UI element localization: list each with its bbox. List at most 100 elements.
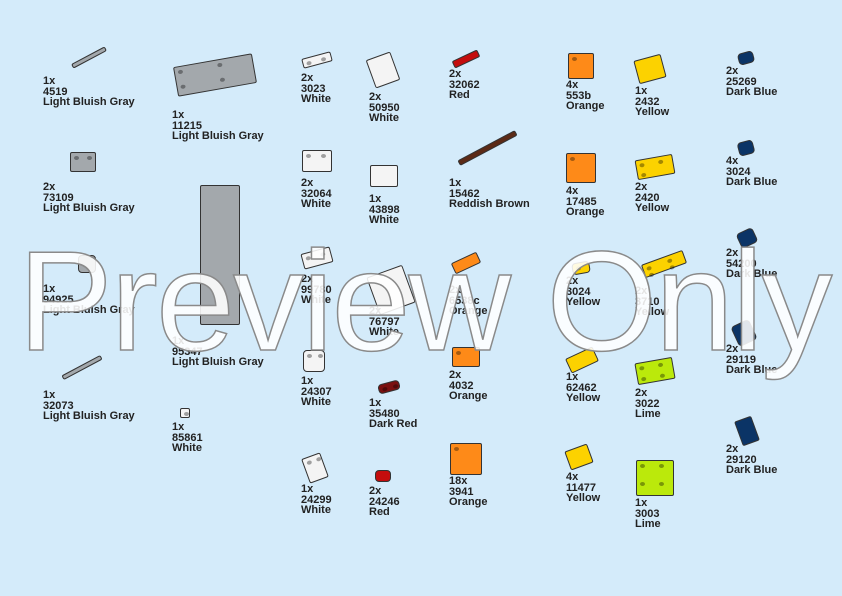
part-73109-image-icon bbox=[70, 152, 96, 172]
part-color: Light Bluish Gray bbox=[43, 96, 135, 108]
part-quantity: 2x bbox=[635, 181, 648, 193]
part-quantity: 2x bbox=[726, 343, 739, 355]
part-number: 3024 bbox=[726, 165, 751, 178]
part-11215-image-icon bbox=[173, 53, 257, 97]
part-quantity: 1x bbox=[566, 371, 579, 383]
stud-icon bbox=[666, 258, 673, 264]
part-quantity: 4x bbox=[566, 185, 579, 197]
stud-icon bbox=[659, 482, 664, 486]
part-color: Light Bluish Gray bbox=[43, 410, 135, 422]
part-number: 32062 bbox=[449, 78, 480, 91]
part-43898-image-icon bbox=[370, 165, 398, 187]
part-quantity: 1x bbox=[43, 75, 56, 87]
part-color: Lime bbox=[635, 518, 661, 530]
part-number: 15462 bbox=[449, 187, 480, 200]
part-quantity: 2x bbox=[726, 443, 739, 455]
stud-icon bbox=[640, 172, 647, 178]
stud-icon bbox=[640, 376, 647, 382]
part-24246-image-icon bbox=[375, 470, 391, 482]
preview-watermark: Preview Only bbox=[17, 221, 833, 382]
part-number: 43898 bbox=[369, 203, 400, 216]
part-color: Reddish Brown bbox=[449, 198, 530, 210]
part-color: White bbox=[172, 442, 202, 454]
stud-icon bbox=[640, 464, 645, 468]
part-number: 32064 bbox=[301, 187, 332, 200]
part-color: Dark Blue bbox=[726, 364, 778, 376]
part-quantity: 1x bbox=[369, 193, 382, 205]
part-color: White bbox=[369, 326, 399, 338]
part-24307-image-icon bbox=[303, 350, 325, 372]
part-quantity: 2x bbox=[726, 65, 739, 77]
part-color: Orange bbox=[566, 100, 605, 112]
part-quantity: 2x bbox=[449, 369, 462, 381]
part-quantity: 2x bbox=[301, 273, 314, 285]
part-quantity: 2x bbox=[369, 91, 382, 103]
stud-icon bbox=[219, 77, 226, 83]
stud-icon bbox=[659, 464, 664, 468]
part-number: 29119 bbox=[726, 353, 756, 366]
part-6538c-image-icon bbox=[450, 251, 482, 275]
part-number: 3941 bbox=[449, 485, 474, 498]
part-color: Light Bluish Gray bbox=[172, 356, 264, 368]
part-number: 4032 bbox=[449, 379, 474, 392]
part-3710-image-icon bbox=[640, 249, 688, 279]
part-99780-image-icon bbox=[300, 246, 334, 270]
stud-icon bbox=[74, 156, 79, 160]
part-quantity: 2x bbox=[449, 68, 462, 80]
part-quantity: 2x bbox=[301, 72, 314, 84]
part-quantity: 1x bbox=[301, 483, 314, 495]
stud-icon bbox=[659, 373, 666, 379]
part-quantity: 4x bbox=[566, 79, 579, 91]
part-quantity: 2x bbox=[43, 181, 56, 193]
part-number: 94925 bbox=[43, 293, 74, 306]
part-85861-image-icon bbox=[180, 408, 190, 418]
stud-icon bbox=[184, 412, 189, 416]
stud-icon bbox=[217, 62, 223, 68]
part-color: Yellow bbox=[566, 296, 601, 308]
part-3023-image-icon bbox=[301, 51, 333, 69]
part-32073-image-icon bbox=[61, 354, 103, 381]
part-quantity: 1x bbox=[449, 177, 462, 189]
part-number: 29120 bbox=[726, 453, 757, 466]
part-number: 85861 bbox=[172, 431, 203, 444]
part-number: 50950 bbox=[369, 101, 400, 114]
part-color: Dark Red bbox=[369, 418, 418, 430]
part-15462-image-icon bbox=[457, 130, 518, 166]
part-95347-image-icon bbox=[200, 185, 240, 325]
part-number: 24246 bbox=[369, 495, 400, 508]
part-color: Yellow bbox=[566, 492, 601, 504]
part-number: 2420 bbox=[635, 191, 660, 204]
stud-icon bbox=[306, 459, 313, 466]
part-color: Light Bluish Gray bbox=[43, 304, 135, 316]
stud-icon bbox=[87, 156, 92, 160]
part-quantity: 2x bbox=[369, 485, 382, 497]
part-color: Red bbox=[369, 506, 390, 518]
stud-icon bbox=[570, 157, 575, 161]
stud-icon bbox=[669, 264, 676, 271]
part-quantity: 2x bbox=[726, 247, 739, 259]
part-number: 4519 bbox=[43, 85, 68, 98]
part-11477-image-icon bbox=[564, 443, 594, 471]
part-number: 24307 bbox=[301, 385, 332, 398]
part-number: 3003 bbox=[635, 507, 660, 520]
part-29120-image-icon bbox=[734, 415, 760, 447]
stud-icon bbox=[319, 251, 326, 257]
part-number: 62462 bbox=[566, 381, 597, 394]
stud-icon bbox=[456, 351, 461, 355]
part-25269-image-icon bbox=[736, 50, 756, 66]
